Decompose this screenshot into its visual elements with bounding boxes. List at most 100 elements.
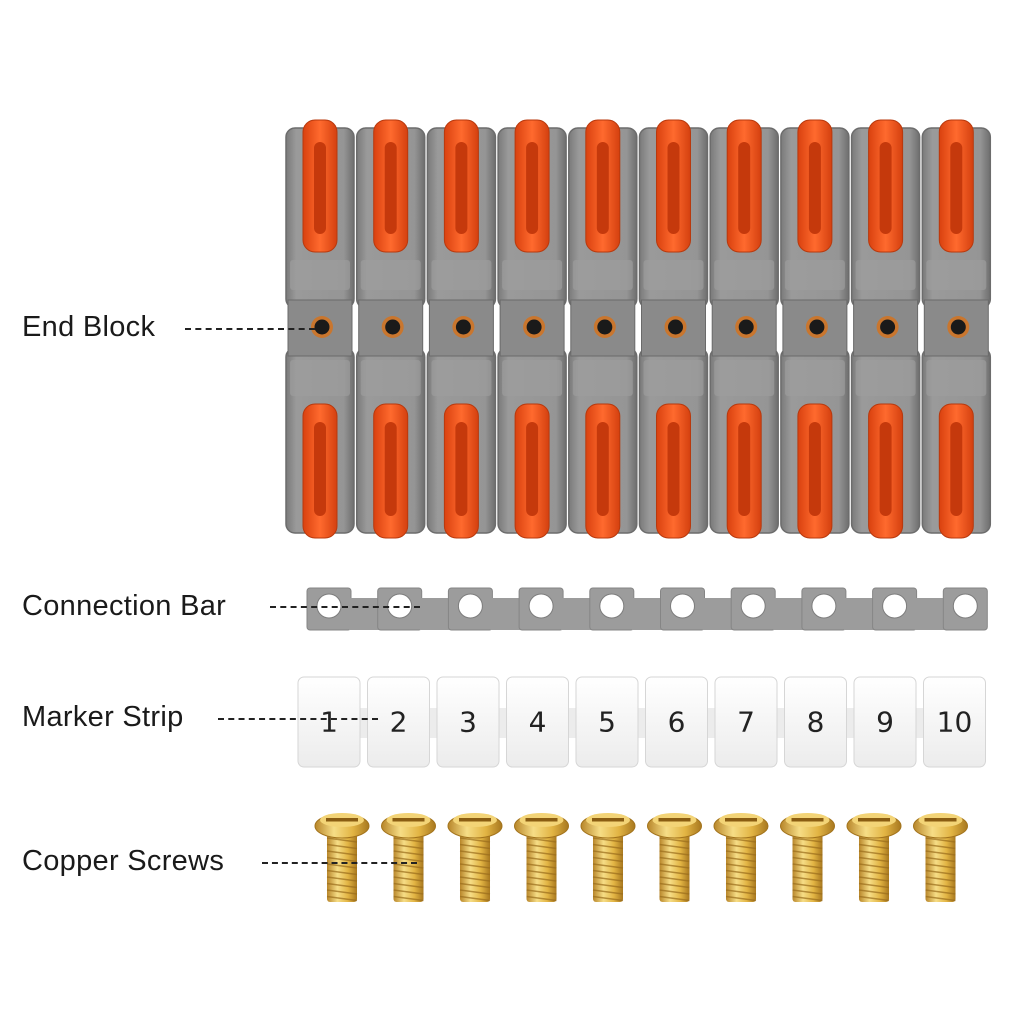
marker-number: 6 xyxy=(668,706,686,739)
screw-thread xyxy=(659,843,690,850)
copper-screw xyxy=(314,813,370,902)
body-step-bottom xyxy=(926,360,987,396)
lever-slot-bottom xyxy=(879,422,892,516)
lever-slot-top xyxy=(455,142,468,234)
screw-thread xyxy=(792,850,823,856)
screw-thread xyxy=(792,876,823,882)
marker-tab xyxy=(297,676,361,768)
marker-tab xyxy=(506,676,569,768)
screw-thread xyxy=(326,895,358,902)
screw-thread xyxy=(925,895,956,902)
lever-slot-bottom xyxy=(384,422,397,516)
lever-slot-top xyxy=(808,142,821,234)
screw-slot xyxy=(326,818,358,822)
connector-block xyxy=(426,119,497,539)
screw-thread xyxy=(792,895,823,902)
screw-thread xyxy=(592,895,624,902)
screw-thread xyxy=(858,876,890,882)
connector-block xyxy=(568,119,638,539)
lever-slot-bottom xyxy=(596,422,609,516)
marker-number: 8 xyxy=(807,706,825,739)
marker-tab xyxy=(575,676,639,768)
screw-thread xyxy=(459,869,491,876)
lever-slot-bottom xyxy=(526,422,539,516)
connector-block xyxy=(285,119,355,539)
body-step-top xyxy=(784,260,845,290)
screw-slot xyxy=(459,818,491,822)
connector-block xyxy=(709,119,779,539)
screw-thread xyxy=(858,889,890,895)
wire-hole xyxy=(455,319,471,335)
screw-thread xyxy=(459,850,491,856)
lever-slot-top xyxy=(738,142,751,234)
screw-thread xyxy=(659,876,690,882)
bar-bridge xyxy=(349,598,381,630)
lever-slot-top xyxy=(526,142,539,234)
screw-thread xyxy=(459,856,491,863)
bar-bridge xyxy=(702,598,735,630)
connector-block xyxy=(497,119,567,539)
marker-number: 10 xyxy=(937,706,973,739)
copper-screw xyxy=(447,813,503,902)
copper-screw xyxy=(713,813,769,902)
screw-thread xyxy=(326,863,358,869)
screw-thread xyxy=(326,843,358,850)
screw-thread xyxy=(659,837,690,843)
marker-strip-label: Marker Strip xyxy=(22,701,184,733)
screw-thread xyxy=(792,869,823,876)
bar-bridge xyxy=(631,598,664,630)
screw-thread xyxy=(858,850,890,856)
screw-thread xyxy=(659,889,690,895)
connector-block xyxy=(921,119,992,539)
marker-number: 5 xyxy=(598,706,616,739)
screw-thread xyxy=(526,863,557,869)
screw-thread xyxy=(393,889,424,895)
bar-hole xyxy=(670,593,695,619)
screw-thread xyxy=(725,882,757,889)
screw-thread xyxy=(592,876,624,882)
copper-screw xyxy=(647,813,702,902)
bar-bridge xyxy=(419,598,452,630)
wire-hole xyxy=(738,319,754,335)
connection-bar xyxy=(306,587,988,631)
bar-bridge xyxy=(914,598,947,630)
copper-screw xyxy=(381,813,436,902)
marker-number: 9 xyxy=(876,706,894,739)
screw-thread xyxy=(725,843,757,850)
screw-thread xyxy=(393,895,424,902)
body-step-top xyxy=(714,260,775,290)
screw-slot xyxy=(392,818,425,822)
bar-hole xyxy=(740,593,766,619)
screw-thread xyxy=(792,882,823,889)
wire-hole xyxy=(950,319,966,335)
screw-slot xyxy=(658,818,691,822)
screw-thread xyxy=(393,869,424,876)
screw-thread xyxy=(725,856,757,863)
screw-thread xyxy=(659,895,690,902)
screw-thread xyxy=(792,863,823,869)
bar-bridge xyxy=(773,598,806,630)
screw-thread xyxy=(725,850,757,856)
marker-number: 7 xyxy=(737,706,755,739)
screw-thread xyxy=(326,889,358,895)
bar-hole xyxy=(952,593,978,619)
marker-tab xyxy=(436,676,500,768)
connection-bar-leader xyxy=(270,606,420,608)
copper-screws-label: Copper Screws xyxy=(22,845,225,877)
screw-thread xyxy=(526,876,557,882)
marker-number: 3 xyxy=(459,706,477,739)
lever-slot-bottom xyxy=(314,422,326,516)
screw-thread xyxy=(592,882,624,889)
bar-bridge xyxy=(561,598,594,630)
lever-slot-top xyxy=(879,142,892,234)
screw-thread xyxy=(925,843,956,850)
screw-thread xyxy=(592,856,624,863)
wire-hole xyxy=(597,319,613,335)
body-step-top xyxy=(572,260,633,290)
lever-slot-top xyxy=(667,142,680,234)
screw-thread xyxy=(459,895,491,902)
screw-thread xyxy=(459,876,491,882)
lever-slot-bottom xyxy=(808,422,821,516)
body-step-bottom xyxy=(572,360,633,396)
